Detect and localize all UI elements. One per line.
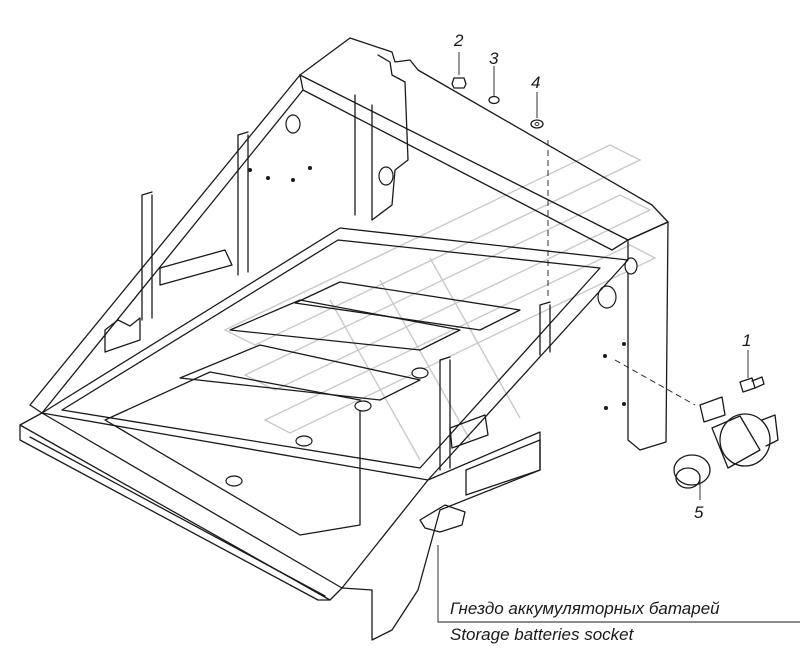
watermark-logo bbox=[223, 144, 657, 461]
callout-3: 3 bbox=[489, 49, 499, 68]
front-lip bbox=[19, 412, 343, 601]
callout-2: 2 bbox=[453, 31, 464, 50]
callout-4: 4 bbox=[531, 73, 540, 92]
right-side-panel bbox=[597, 221, 669, 451]
caption-russian: Гнездо аккумуляторных батарей bbox=[450, 599, 720, 618]
part-4-washer bbox=[530, 119, 544, 129]
callout-5: 5 bbox=[694, 503, 704, 522]
callout-1: 1 bbox=[742, 331, 751, 350]
left-side-panel bbox=[29, 74, 304, 414]
front-bracket bbox=[341, 414, 541, 641]
part-2-nut bbox=[451, 77, 467, 89]
caption-english: Storage batteries socket bbox=[450, 625, 635, 644]
part-1-bolt bbox=[739, 376, 765, 393]
threaded-rods bbox=[141, 131, 551, 471]
part-5-switch bbox=[673, 396, 779, 489]
leader-lines bbox=[437, 52, 800, 623]
part-3-washer bbox=[488, 95, 500, 105]
back-wall bbox=[285, 37, 669, 251]
base-tray bbox=[41, 227, 629, 536]
